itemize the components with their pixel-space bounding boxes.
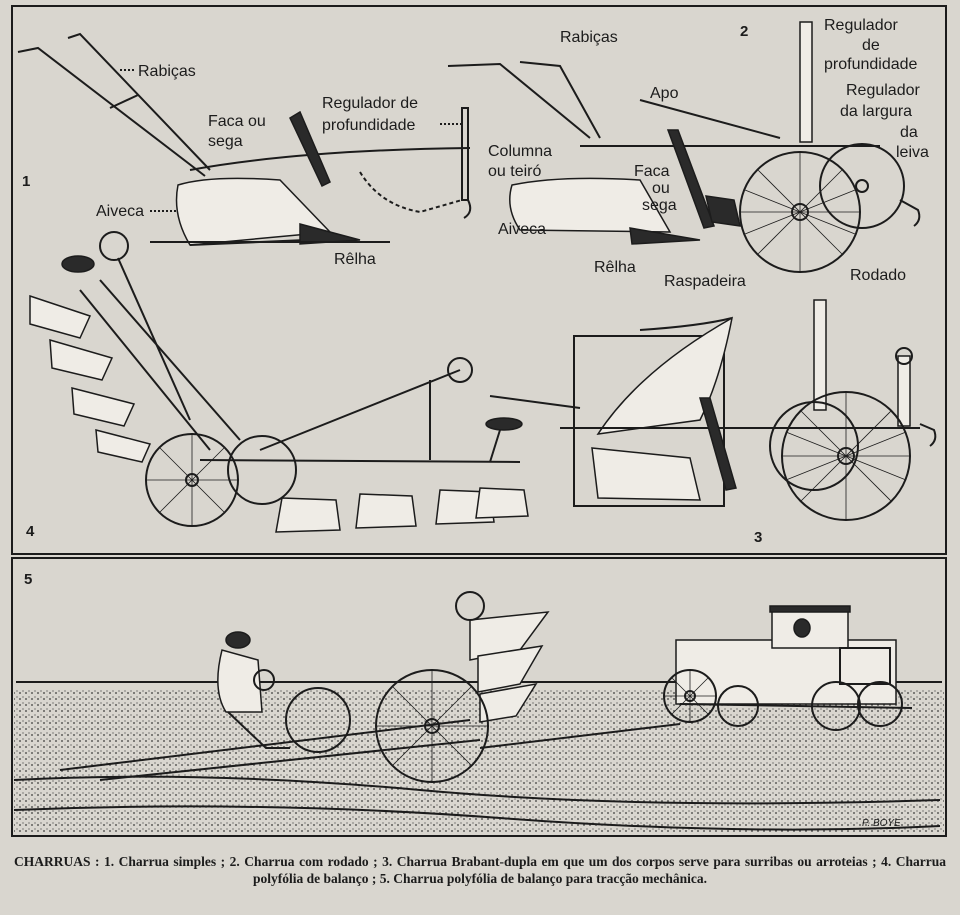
fig2-label-regprof-1: Regulador (824, 17, 899, 34)
fig2-label-regprof-3: profundidade (824, 56, 918, 73)
fig2-label-reglarg-4: leiva (896, 144, 929, 161)
fig2-label-reglarg-3: da (900, 124, 918, 141)
fig2-label-apo: Apo (650, 85, 679, 102)
fig1-label-regulador-2: profundidade (322, 117, 416, 134)
plate-caption: CHARRUAS : 1. Charrua simples ; 2. Charr… (14, 854, 946, 886)
figure-3-brabant-plough (489, 299, 937, 521)
engraver-signature: P. BOYE (862, 818, 901, 829)
fig2-label-raspadeira: Raspadeira (664, 273, 746, 290)
fig5-number: 5 (24, 571, 32, 588)
fig2-wheel-rear (819, 143, 905, 229)
fig1-label-faca-2: sega (208, 133, 243, 150)
fig2-label-faca-2: ou (652, 180, 670, 197)
fig4-number: 4 (26, 523, 35, 540)
figure-5-tractor-plough (13, 591, 944, 834)
fig2-label-reglarg-2: da largura (840, 103, 912, 120)
fig5-tractor (663, 605, 913, 731)
lower-frame (11, 557, 947, 837)
fig1-label-regulador-1: Regulador de (322, 95, 418, 112)
fig2-label-faca-3: sega (642, 197, 677, 214)
fig2-label-relha: Rêlha (594, 259, 636, 276)
fig2-label-rabicas: Rabiças (560, 29, 618, 46)
fig3-wheel-front (781, 391, 911, 521)
fig2-number: 2 (740, 23, 748, 40)
fig1-number: 1 (22, 173, 30, 190)
fig1-label-faca-1: Faca ou (208, 113, 266, 130)
figure-1-simple-plough (17, 32, 472, 246)
fig3-number: 3 (754, 529, 762, 546)
fig5-operator (217, 631, 290, 749)
fig2-label-reglarg-1: Regulador (846, 82, 921, 99)
fig2-label-aiveca: Aiveca (498, 221, 546, 238)
fig1-label-rabicas: Rabiças (138, 63, 196, 80)
fig2-label-columna-1: Columna (488, 143, 552, 160)
fig1-label-relha: Rêlha (334, 251, 376, 268)
upper-frame (11, 5, 947, 555)
fig2-label-rodado: Rodado (850, 267, 906, 284)
fig2-label-columna-2: ou teiró (488, 163, 541, 180)
fig2-wheel-front (739, 151, 861, 273)
figure-4-polyfolia-plough (29, 231, 529, 533)
fig1-label-aiveca: Aiveca (96, 203, 144, 220)
fig2-label-regprof-2: de (862, 37, 880, 54)
figure-2-wheeled-plough (447, 21, 921, 273)
fig2-label-faca-1: Faca (634, 163, 670, 180)
